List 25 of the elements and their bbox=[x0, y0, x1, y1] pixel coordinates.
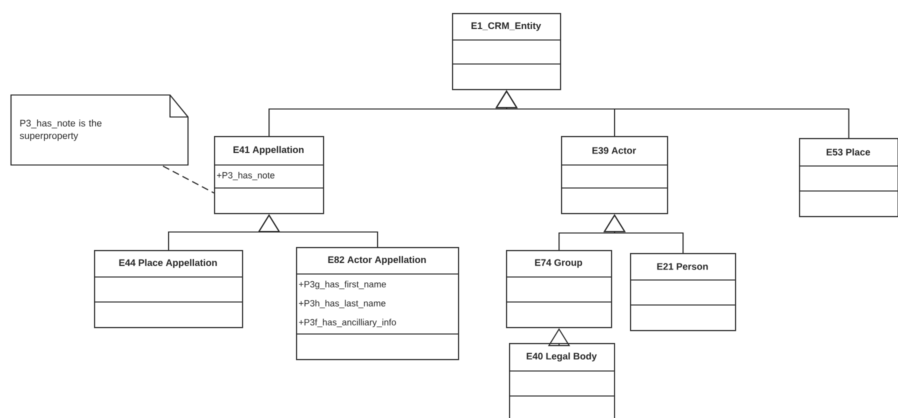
class-box bbox=[561, 136, 668, 214]
class-box bbox=[94, 250, 244, 328]
class-name: E53 Place bbox=[826, 148, 870, 156]
class-box bbox=[799, 138, 898, 218]
class-name: E1_CRM_Entity bbox=[472, 22, 542, 31]
attribute-text: +P3g_has_first_name bbox=[299, 280, 386, 290]
class-box bbox=[630, 253, 736, 332]
class-name: E82 Actor Appellation bbox=[328, 256, 426, 265]
attribute-text: +P3h_has_last_name bbox=[299, 300, 386, 308]
class-box bbox=[296, 247, 460, 360]
class-name: E41 Appellation bbox=[234, 146, 304, 155]
leader-line bbox=[162, 166, 214, 194]
class-box bbox=[506, 250, 612, 328]
class-box bbox=[509, 343, 616, 418]
class-box bbox=[214, 136, 324, 214]
class-name: E40 Legal Body bbox=[526, 352, 597, 362]
class-name: E44 Place Appellation bbox=[119, 259, 217, 268]
attribute-text: +P3f_has_ancilliary_info bbox=[299, 318, 396, 328]
class-name: E39 Actor bbox=[592, 147, 636, 154]
class-name: E74 Group bbox=[535, 259, 582, 268]
note-text: P3_has_note is the superproperty bbox=[20, 120, 102, 141]
class-box bbox=[452, 13, 562, 90]
note-shape bbox=[10, 94, 189, 166]
attribute-text: +P3_has_note bbox=[217, 172, 274, 180]
class-name: E21 Person bbox=[657, 263, 708, 270]
